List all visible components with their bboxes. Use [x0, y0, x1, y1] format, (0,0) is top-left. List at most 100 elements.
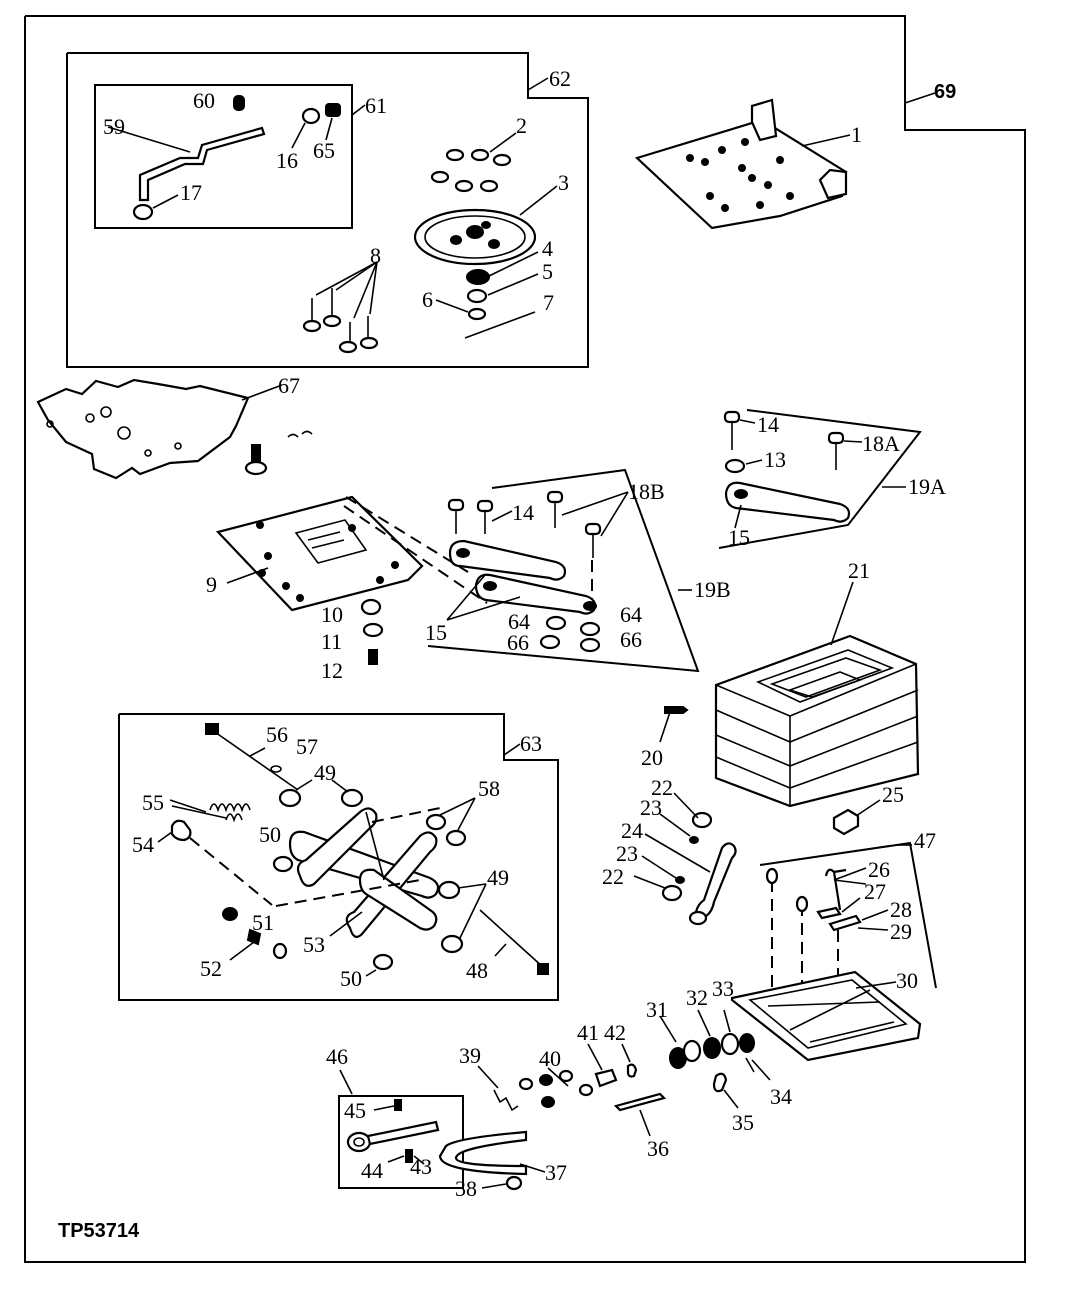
callout-60: 60 [193, 88, 215, 113]
bushing-50a [272, 855, 294, 873]
callout-54: 54 [132, 832, 154, 857]
callout-48: 48 [466, 958, 488, 983]
pin-7 [464, 311, 536, 339]
cam-41 [594, 1068, 618, 1088]
callout-55: 55 [142, 790, 164, 815]
bushings-40 [518, 1069, 594, 1108]
callout-35: 35 [732, 1110, 754, 1135]
callout-28: 28 [890, 897, 912, 922]
spring-39 [493, 1089, 519, 1112]
pin-60 [233, 95, 245, 111]
callout-14a: 14 [757, 412, 779, 437]
knob-44 [346, 1131, 372, 1153]
callout-19b: 19B [694, 577, 731, 602]
base-plate-9 [215, 495, 424, 612]
callout-58: 58 [478, 776, 500, 801]
callout-19a: 19A [908, 474, 946, 499]
callout-33: 33 [712, 976, 734, 1001]
rod-56 [211, 729, 299, 791]
callout-56: 56 [266, 722, 288, 747]
washer-64b [579, 621, 601, 637]
washer-32b [703, 1037, 721, 1059]
knob-16 [301, 107, 321, 125]
lever-59 [138, 126, 266, 202]
callout-22b: 22 [602, 864, 624, 889]
link-15-19a [724, 481, 851, 523]
bushing-23b [675, 876, 685, 884]
bushing-49b [340, 788, 364, 808]
spacer-10 [360, 598, 382, 616]
callout-29: 29 [890, 919, 912, 944]
callout-67: 67 [278, 373, 300, 398]
group-box-19b [427, 468, 700, 673]
callout-31: 31 [646, 997, 668, 1022]
pin-45 [394, 1099, 402, 1111]
latch-36 [613, 1092, 667, 1112]
callout-21: 21 [848, 558, 870, 583]
fitting-25 [832, 808, 860, 836]
callout-4: 4 [542, 236, 553, 261]
bushing-49a [278, 788, 302, 808]
callout-61: 61 [365, 93, 387, 118]
washer-11 [362, 622, 384, 638]
link-15a [448, 539, 567, 581]
callout-24: 24 [621, 818, 643, 843]
bushing-22b [661, 884, 683, 902]
callout-57: 57 [296, 734, 318, 759]
outer-boundary-69 [24, 15, 1026, 1263]
plate-28 [828, 914, 862, 932]
group-box-19a [718, 409, 922, 549]
washer-33 [720, 1032, 740, 1056]
callout-15b: 15 [425, 620, 447, 645]
callout-59: 59 [103, 114, 125, 139]
callout-18b: 18B [628, 479, 665, 504]
callout-20: 20 [641, 745, 663, 770]
drawing-id: TP53714 [58, 1220, 140, 1242]
callout-38: 38 [455, 1176, 477, 1201]
callout-66a: 66 [507, 630, 529, 655]
bushing-52 [272, 942, 288, 960]
nut-66a [539, 634, 561, 650]
nut-66b [579, 637, 601, 653]
washer-27 [816, 906, 842, 920]
callout-22a: 22 [651, 775, 673, 800]
handle-37 [438, 1130, 528, 1176]
callout-3: 3 [558, 170, 569, 195]
callout-42: 42 [604, 1020, 626, 1045]
rod-48 [479, 909, 545, 969]
callout-44: 44 [361, 1158, 383, 1183]
springs-55 [209, 803, 251, 823]
callout-14b: 14 [512, 500, 534, 525]
callout-66b: 66 [620, 627, 642, 652]
suspension-bellows-21 [714, 634, 920, 808]
callout-64a: 64 [508, 609, 530, 634]
callout-1: 1 [851, 122, 862, 147]
bolt-26 [824, 868, 847, 911]
callout-30: 30 [896, 968, 918, 993]
washer-13 [724, 458, 746, 474]
callout-47: 47 [914, 828, 936, 853]
pin-43 [405, 1149, 413, 1163]
callout-53: 53 [303, 932, 325, 957]
pin-34 [745, 1057, 755, 1073]
nut-6 [467, 307, 487, 321]
bushing-17 [132, 203, 154, 221]
callout-43: 43 [410, 1154, 432, 1179]
callout-40: 40 [539, 1046, 561, 1071]
insert-65 [325, 103, 341, 117]
callout-9: 9 [206, 572, 217, 597]
callout-36: 36 [647, 1136, 669, 1161]
callout-5: 5 [542, 259, 553, 284]
callout-18a: 18A [862, 431, 900, 456]
callout-64b: 64 [620, 602, 642, 627]
callout-46: 46 [326, 1044, 348, 1069]
callout-37: 37 [545, 1160, 567, 1185]
callout-23a: 23 [640, 795, 662, 820]
callout-15a: 15 [728, 525, 750, 550]
washer-33b [739, 1033, 755, 1053]
callout-51: 51 [252, 910, 274, 935]
callout-7: 7 [543, 290, 554, 315]
shock-absorber-24 [694, 842, 737, 920]
clip-35 [712, 1072, 728, 1093]
